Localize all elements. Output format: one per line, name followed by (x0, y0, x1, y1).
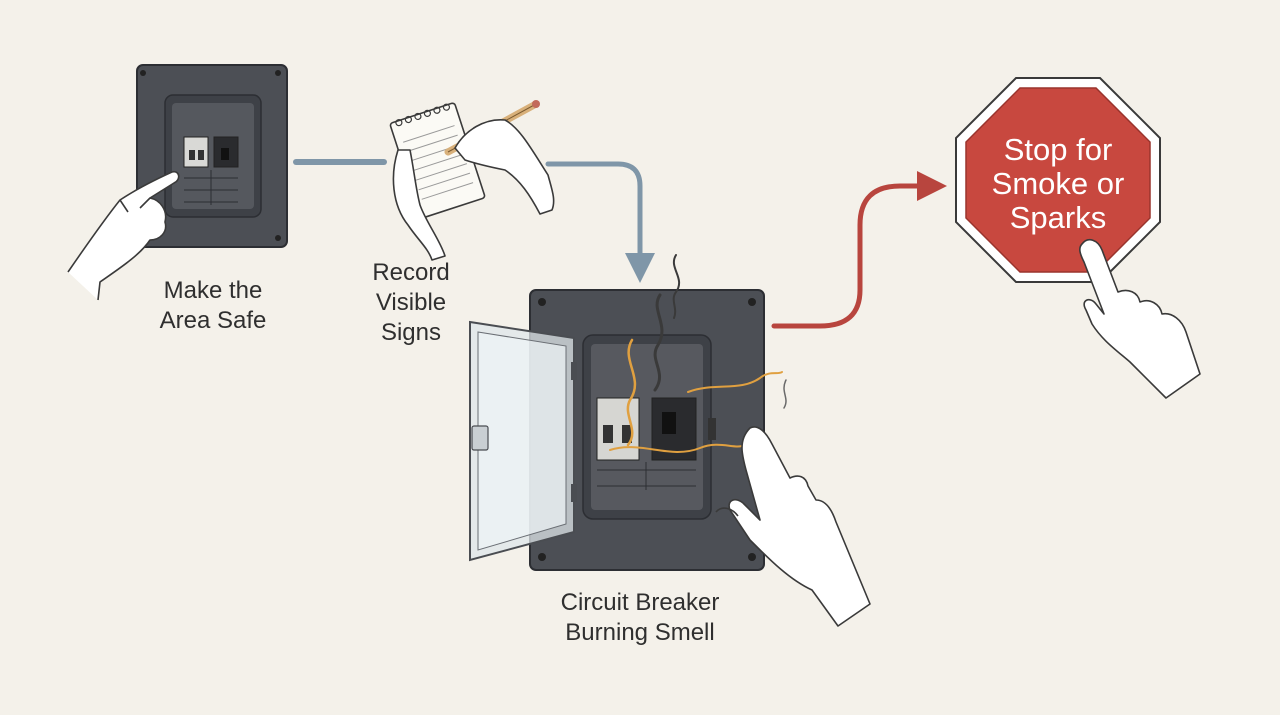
smoke-icon (609, 254, 787, 453)
step-label-line: Visible (375, 289, 447, 316)
writing-hands-icon (392, 119, 555, 261)
step-label-line: Make the (163, 277, 263, 304)
step-label-line: Area Safe (159, 307, 267, 334)
step-label-make-area-safe: Make the Area Safe (138, 276, 288, 336)
touching-hand-icon (715, 426, 871, 627)
stop-sign-line-3: Sparks (1010, 200, 1106, 235)
open-panel-door (469, 320, 577, 562)
large-breaker-panel (529, 289, 765, 571)
stop-hand-icon (1079, 238, 1201, 399)
warning-arrow (771, 171, 947, 329)
step-label-line: Burning Smell (565, 619, 715, 646)
step-label-line: Circuit Breaker (560, 589, 720, 616)
step-label-line: Signs (380, 319, 442, 346)
pointing-hand-icon (67, 170, 180, 301)
step-label-burning-smell: Circuit Breaker Burning Smell (510, 588, 770, 648)
stop-sign-line-1: Stop for (1004, 132, 1113, 167)
stop-sign: Stop for Smoke or Sparks (955, 77, 1161, 283)
stop-sign-line-2: Smoke or (992, 166, 1125, 201)
small-breaker-panel (136, 64, 288, 248)
connector-arrow-down (545, 161, 655, 283)
step-label-line: Record (372, 259, 450, 286)
step-label-record-visible-signs: Record Visible Signs (340, 258, 482, 348)
